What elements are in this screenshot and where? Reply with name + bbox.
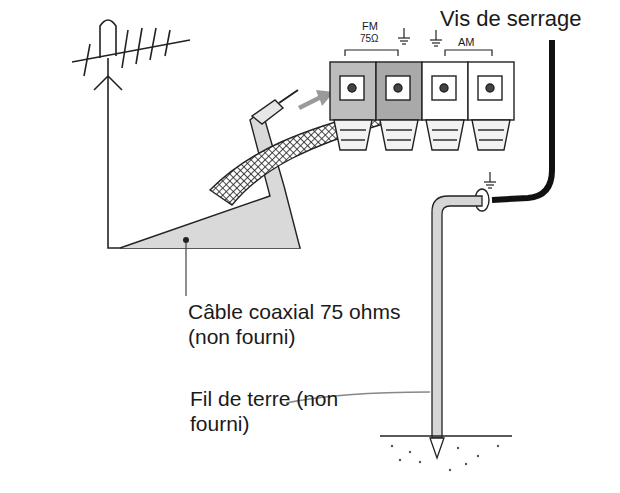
antenna [72, 20, 190, 248]
terminal-label: AM [458, 36, 475, 49]
leader-line [185, 243, 186, 296]
ground-symbol [398, 28, 496, 188]
insert-arrow [298, 90, 334, 110]
terminal-block [330, 62, 514, 150]
wire-label: Fil de terre (non fourni) [190, 386, 340, 436]
ground-surface [380, 435, 512, 436]
clamp-wire [492, 40, 552, 200]
brackets [345, 50, 492, 56]
part-label: Vis de serrage [440, 6, 581, 32]
ground-stake [430, 438, 444, 458]
impedance-label: 75Ω [360, 33, 379, 45]
terminal-label: FM [362, 20, 378, 33]
cable-label: Câble coaxial 75 ohms (non fourni) [188, 299, 438, 349]
ground-wire [432, 196, 482, 438]
soil [391, 445, 499, 471]
